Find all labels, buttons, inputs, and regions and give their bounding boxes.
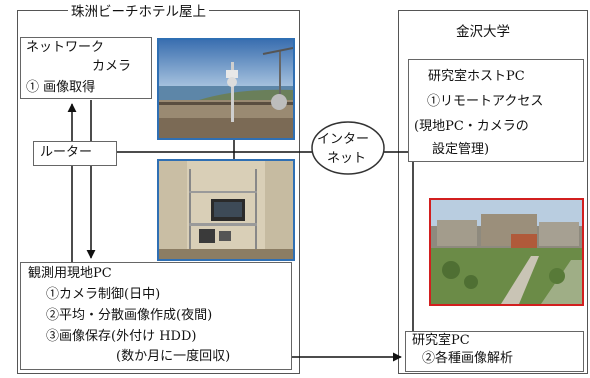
site-frame-university	[398, 10, 588, 374]
router-label: ルーター	[40, 145, 93, 160]
camera-label-line1: ネットワーク	[26, 40, 105, 55]
observe-pc-box	[20, 262, 292, 370]
router-box	[33, 141, 117, 166]
lab-pc-line2: ②各種画像解析	[422, 351, 514, 366]
camera-label-line3: ① 画像取得	[26, 80, 96, 95]
internet-label-line1: インター	[317, 132, 370, 147]
host-pc-line1: 研究室ホストPC	[428, 69, 525, 84]
host-pc-line2: ①リモートアクセス	[427, 94, 544, 109]
site-title-hotel: 珠洲ビーチホテル屋上	[68, 4, 209, 20]
lab-pc-box	[405, 331, 584, 372]
host-pc-line3: (現地PC・カメラの	[414, 119, 529, 134]
host-pc-box	[408, 59, 584, 162]
camera-box	[20, 37, 152, 99]
photo-onsite-pc	[157, 159, 295, 261]
site-title-university: 金沢大学	[456, 24, 510, 40]
photo-rooftop-camera	[157, 38, 295, 140]
internet-label-line2: ネット	[327, 151, 367, 166]
lab-pc-line1: 研究室PC	[412, 333, 470, 348]
observe-pc-line5: (数か月に一度回収)	[116, 349, 231, 364]
observe-pc-line3: ②平均・分散画像作成(夜間)	[46, 308, 213, 323]
photo-university-campus	[429, 198, 584, 306]
observe-pc-line2: ①カメラ制御(日中)	[46, 287, 161, 302]
observe-pc-line4: ③画像保存(外付け HDD)	[46, 329, 197, 344]
camera-label-line2: カメラ	[92, 59, 132, 74]
observe-pc-line1: 観測用現地PC	[28, 266, 112, 281]
internet-cloud	[311, 121, 385, 175]
host-pc-line4: 設定管理)	[432, 142, 490, 157]
